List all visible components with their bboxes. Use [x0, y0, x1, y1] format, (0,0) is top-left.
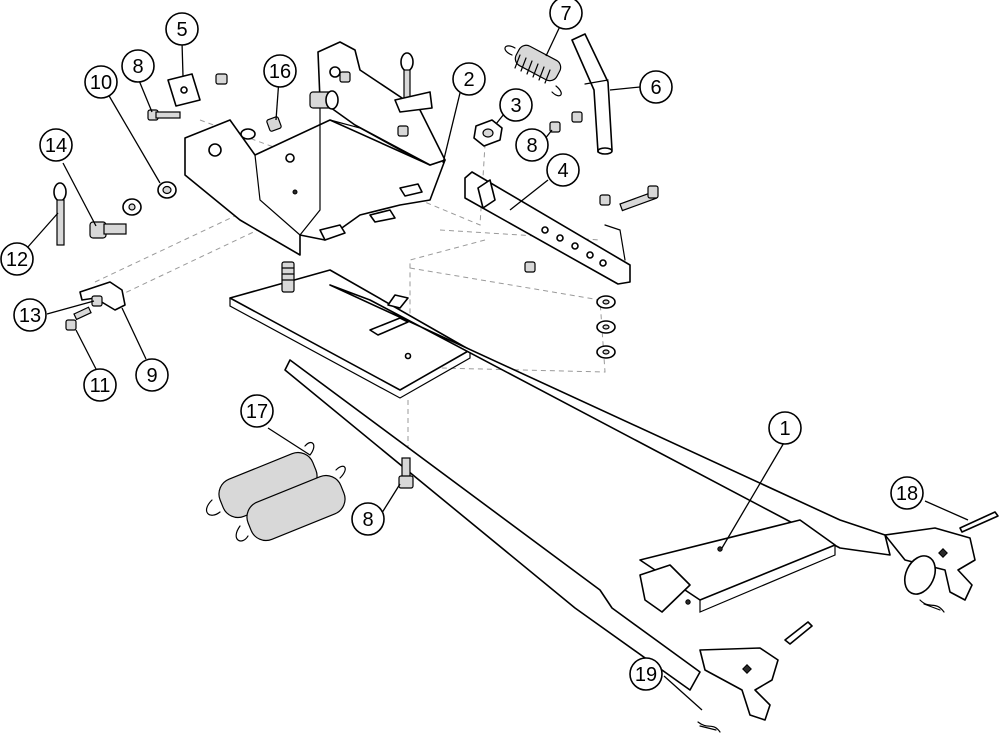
callout-18: 18: [890, 476, 924, 510]
pin-lower: [784, 621, 813, 645]
bolt-lower: [398, 457, 414, 489]
callout-label: 16: [269, 61, 291, 83]
callout-8-mid: 8: [515, 128, 549, 162]
callout-4: 4: [546, 153, 580, 187]
bracket-eyebolt: [339, 52, 433, 137]
bar-bolt: [619, 185, 659, 212]
callout-8-top: 8: [121, 49, 155, 83]
callout-8-lower: 8: [351, 502, 385, 536]
callout-label: 8: [526, 135, 537, 157]
callout-label: 13: [19, 305, 41, 327]
callout-16: 16: [263, 54, 297, 88]
callout-label: 8: [132, 56, 143, 78]
callout-label: 9: [146, 365, 157, 387]
callout-5: 5: [165, 12, 199, 46]
callouts: 1 2 3 4 5 6 7 8 8 8 9 10 11 12 13 14 16 …: [0, 0, 924, 691]
callout-3: 3: [499, 88, 533, 122]
pin-18: [959, 511, 999, 533]
callout-label: 12: [6, 249, 28, 271]
callout-14: 14: [39, 128, 73, 162]
mounting-bracket: [184, 41, 446, 256]
callout-11: 11: [83, 368, 117, 402]
spacer: [157, 181, 177, 199]
callout-9: 9: [135, 358, 169, 392]
spring-7: [504, 44, 562, 97]
bolt-top-left: [147, 109, 181, 121]
callout-label: 18: [896, 483, 918, 505]
small-nuts: [524, 111, 611, 273]
square-plate: [167, 73, 228, 107]
callout-label: 4: [557, 160, 568, 182]
callout-label: 14: [45, 135, 67, 157]
callout-label: 6: [650, 77, 661, 99]
callout-label: 1: [779, 418, 790, 440]
slotted-bar: [464, 171, 631, 285]
callout-1: 1: [768, 411, 802, 445]
callout-label: 11: [90, 375, 111, 397]
washer-stack: [596, 295, 616, 359]
handle: [571, 33, 613, 155]
washer: [122, 198, 142, 216]
callout-label: 5: [176, 19, 187, 41]
callout-label: 19: [635, 664, 657, 686]
springs-17: [206, 442, 346, 542]
eyebolt-12: [53, 182, 67, 246]
callout-label: 17: [246, 401, 268, 423]
clip-pins: [697, 599, 945, 733]
callout-label: 7: [560, 3, 571, 25]
nut-3: [473, 119, 503, 147]
callout-7: 7: [549, 0, 583, 30]
callout-2: 2: [452, 62, 486, 96]
bolt-11: [65, 306, 92, 331]
callout-6: 6: [639, 70, 673, 104]
pivot-bolt: [240, 90, 339, 140]
callout-13: 13: [13, 298, 47, 332]
callout-label: 3: [510, 95, 521, 117]
callout-12: 12: [0, 242, 34, 276]
callout-label: 10: [90, 72, 112, 94]
bolt-14: [89, 221, 127, 239]
small-bracket: [79, 281, 126, 311]
callout-label: 8: [362, 509, 373, 531]
callout-19: 19: [629, 657, 663, 691]
a-frame: [229, 269, 976, 721]
callout-label: 2: [463, 69, 474, 91]
callout-17: 17: [240, 394, 274, 428]
callout-10: 10: [84, 65, 118, 99]
frame-stud: [281, 261, 295, 293]
